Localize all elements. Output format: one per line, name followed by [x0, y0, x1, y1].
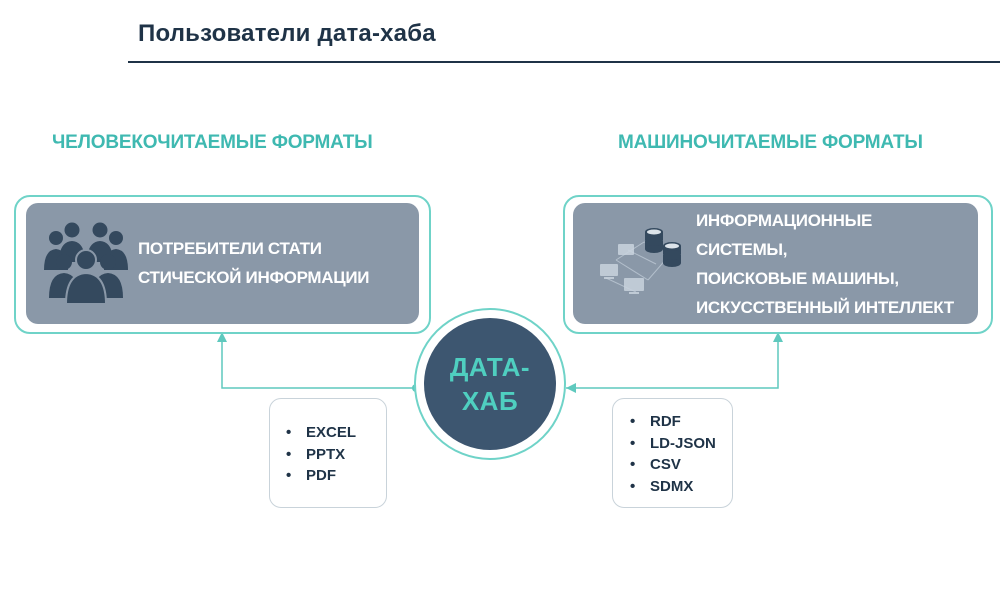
format-item: • PDF [286, 465, 356, 487]
hub-label: ДАТА- ХАБ [424, 350, 556, 418]
hub-label-line: ДАТА- [449, 352, 531, 382]
human-formats-box [269, 398, 387, 508]
bullet: • [286, 424, 292, 441]
bullet: • [286, 467, 292, 484]
format-label: LD-JSON [650, 434, 716, 452]
format-item: • RDF [630, 411, 716, 433]
bullet: • [630, 434, 636, 452]
format-item: • PPTX [286, 444, 356, 466]
format-item: • EXCEL [286, 422, 356, 444]
machine-readable-heading: МАШИНОЧИТАЕМЫЕ ФОРМАТЫ [618, 132, 923, 153]
human-formats-list: • EXCEL • PPTX • PDF [286, 422, 356, 487]
left-arrowhead [217, 332, 227, 342]
hub-circle [424, 318, 556, 450]
machine-readable-panel-text: ИНФОРМАЦИОННЫЕ СИСТЕМЫ, ПОИСКОВЫЕ МАШИНЫ… [696, 206, 954, 322]
format-label: RDF [650, 413, 681, 430]
panel-line: ПОТРЕБИТЕЛИ СТАТИ [138, 239, 322, 258]
machine-readable-panel [573, 203, 978, 324]
servers-network-icon [600, 228, 681, 294]
right-arrowhead [773, 332, 783, 342]
bullet: • [630, 456, 636, 473]
hub-label-line: ХАБ [461, 386, 519, 416]
format-label: EXCEL [306, 424, 357, 441]
hub-arrowhead [566, 383, 576, 393]
panel-line: ИНФОРМАЦИОННЫЕ [696, 211, 872, 230]
bullet: • [286, 445, 292, 463]
panel-line: СИСТЕМЫ, [696, 240, 788, 259]
left-connector-line [221, 338, 416, 389]
people-group-icon [44, 222, 128, 305]
human-readable-panel-text: ПОТРЕБИТЕЛИ СТАТИ СТИЧЕСКОЙ ИНФОРМАЦИИ [138, 234, 370, 292]
page-title: Пользователи дата-хаба [138, 20, 436, 47]
bullet: • [630, 477, 636, 495]
bullet: • [630, 413, 636, 430]
format-label: CSV [650, 456, 681, 473]
machine-formats-box [612, 398, 733, 508]
format-label: SDMX [650, 477, 694, 495]
format-item: • CSV [630, 454, 716, 476]
format-item: • SDMX [630, 476, 716, 498]
machine-formats-list: • RDF • LD-JSON • CSV • SDMX [630, 411, 716, 497]
panel-line: ИСКУССТВЕННЫЙ ИНТЕЛЛЕКТ [696, 298, 954, 317]
format-label: PPTX [306, 445, 346, 463]
right-connector-line [566, 338, 779, 389]
format-item: • LD-JSON [630, 433, 716, 455]
panel-line: СТИЧЕСКОЙ ИНФОРМАЦИИ [138, 268, 370, 287]
panel-line: ПОИСКОВЫЕ МАШИНЫ, [696, 269, 899, 288]
title-divider [128, 61, 1000, 63]
human-readable-heading: ЧЕЛОВЕКОЧИТАЕМЫЕ ФОРМАТЫ [52, 132, 373, 153]
format-label: PDF [306, 467, 336, 484]
